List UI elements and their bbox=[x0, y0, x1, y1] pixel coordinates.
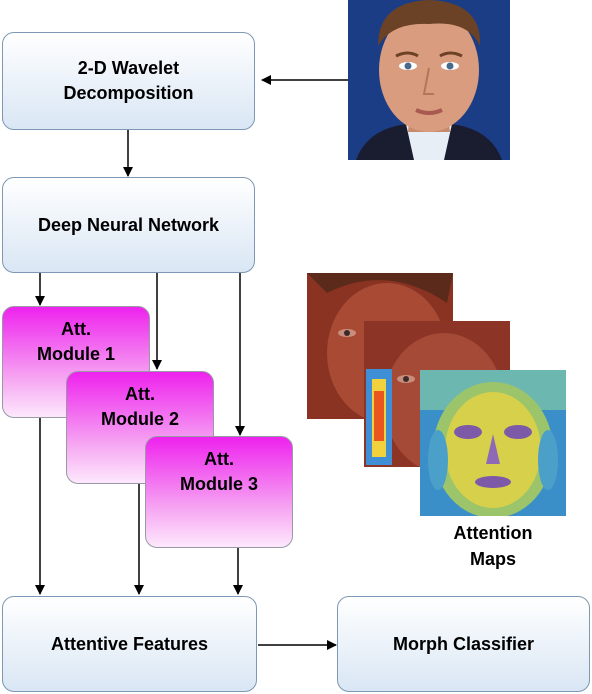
attentive-features-box: Attentive Features bbox=[2, 596, 257, 692]
attentive-features-label: Attentive Features bbox=[50, 633, 209, 654]
attention-maps-caption: Attention Maps bbox=[453, 523, 533, 569]
deep-neural-network-label: Deep Neural Network bbox=[37, 214, 220, 235]
attention-module-3-label: Att. Module 3 bbox=[179, 449, 258, 494]
morph-classifier-label: Morph Classifier bbox=[392, 633, 535, 654]
wavelet-decomposition-box: 2-D Wavelet Decomposition bbox=[2, 32, 255, 130]
attention-module-2-label: Att. Module 2 bbox=[100, 384, 179, 429]
attention-module-2: Att. Module 2 bbox=[66, 371, 214, 484]
attention-module-3: Att. Module 3 bbox=[145, 436, 293, 548]
morph-classifier-box: Morph Classifier bbox=[337, 596, 590, 692]
attention-map-3-icon bbox=[420, 370, 566, 516]
attention-module-1-label: Att. Module 1 bbox=[36, 319, 115, 364]
face-photo-icon bbox=[348, 0, 510, 160]
deep-neural-network-box: Deep Neural Network bbox=[2, 177, 255, 273]
wavelet-decomposition-label: 2-D Wavelet Decomposition bbox=[63, 58, 194, 103]
